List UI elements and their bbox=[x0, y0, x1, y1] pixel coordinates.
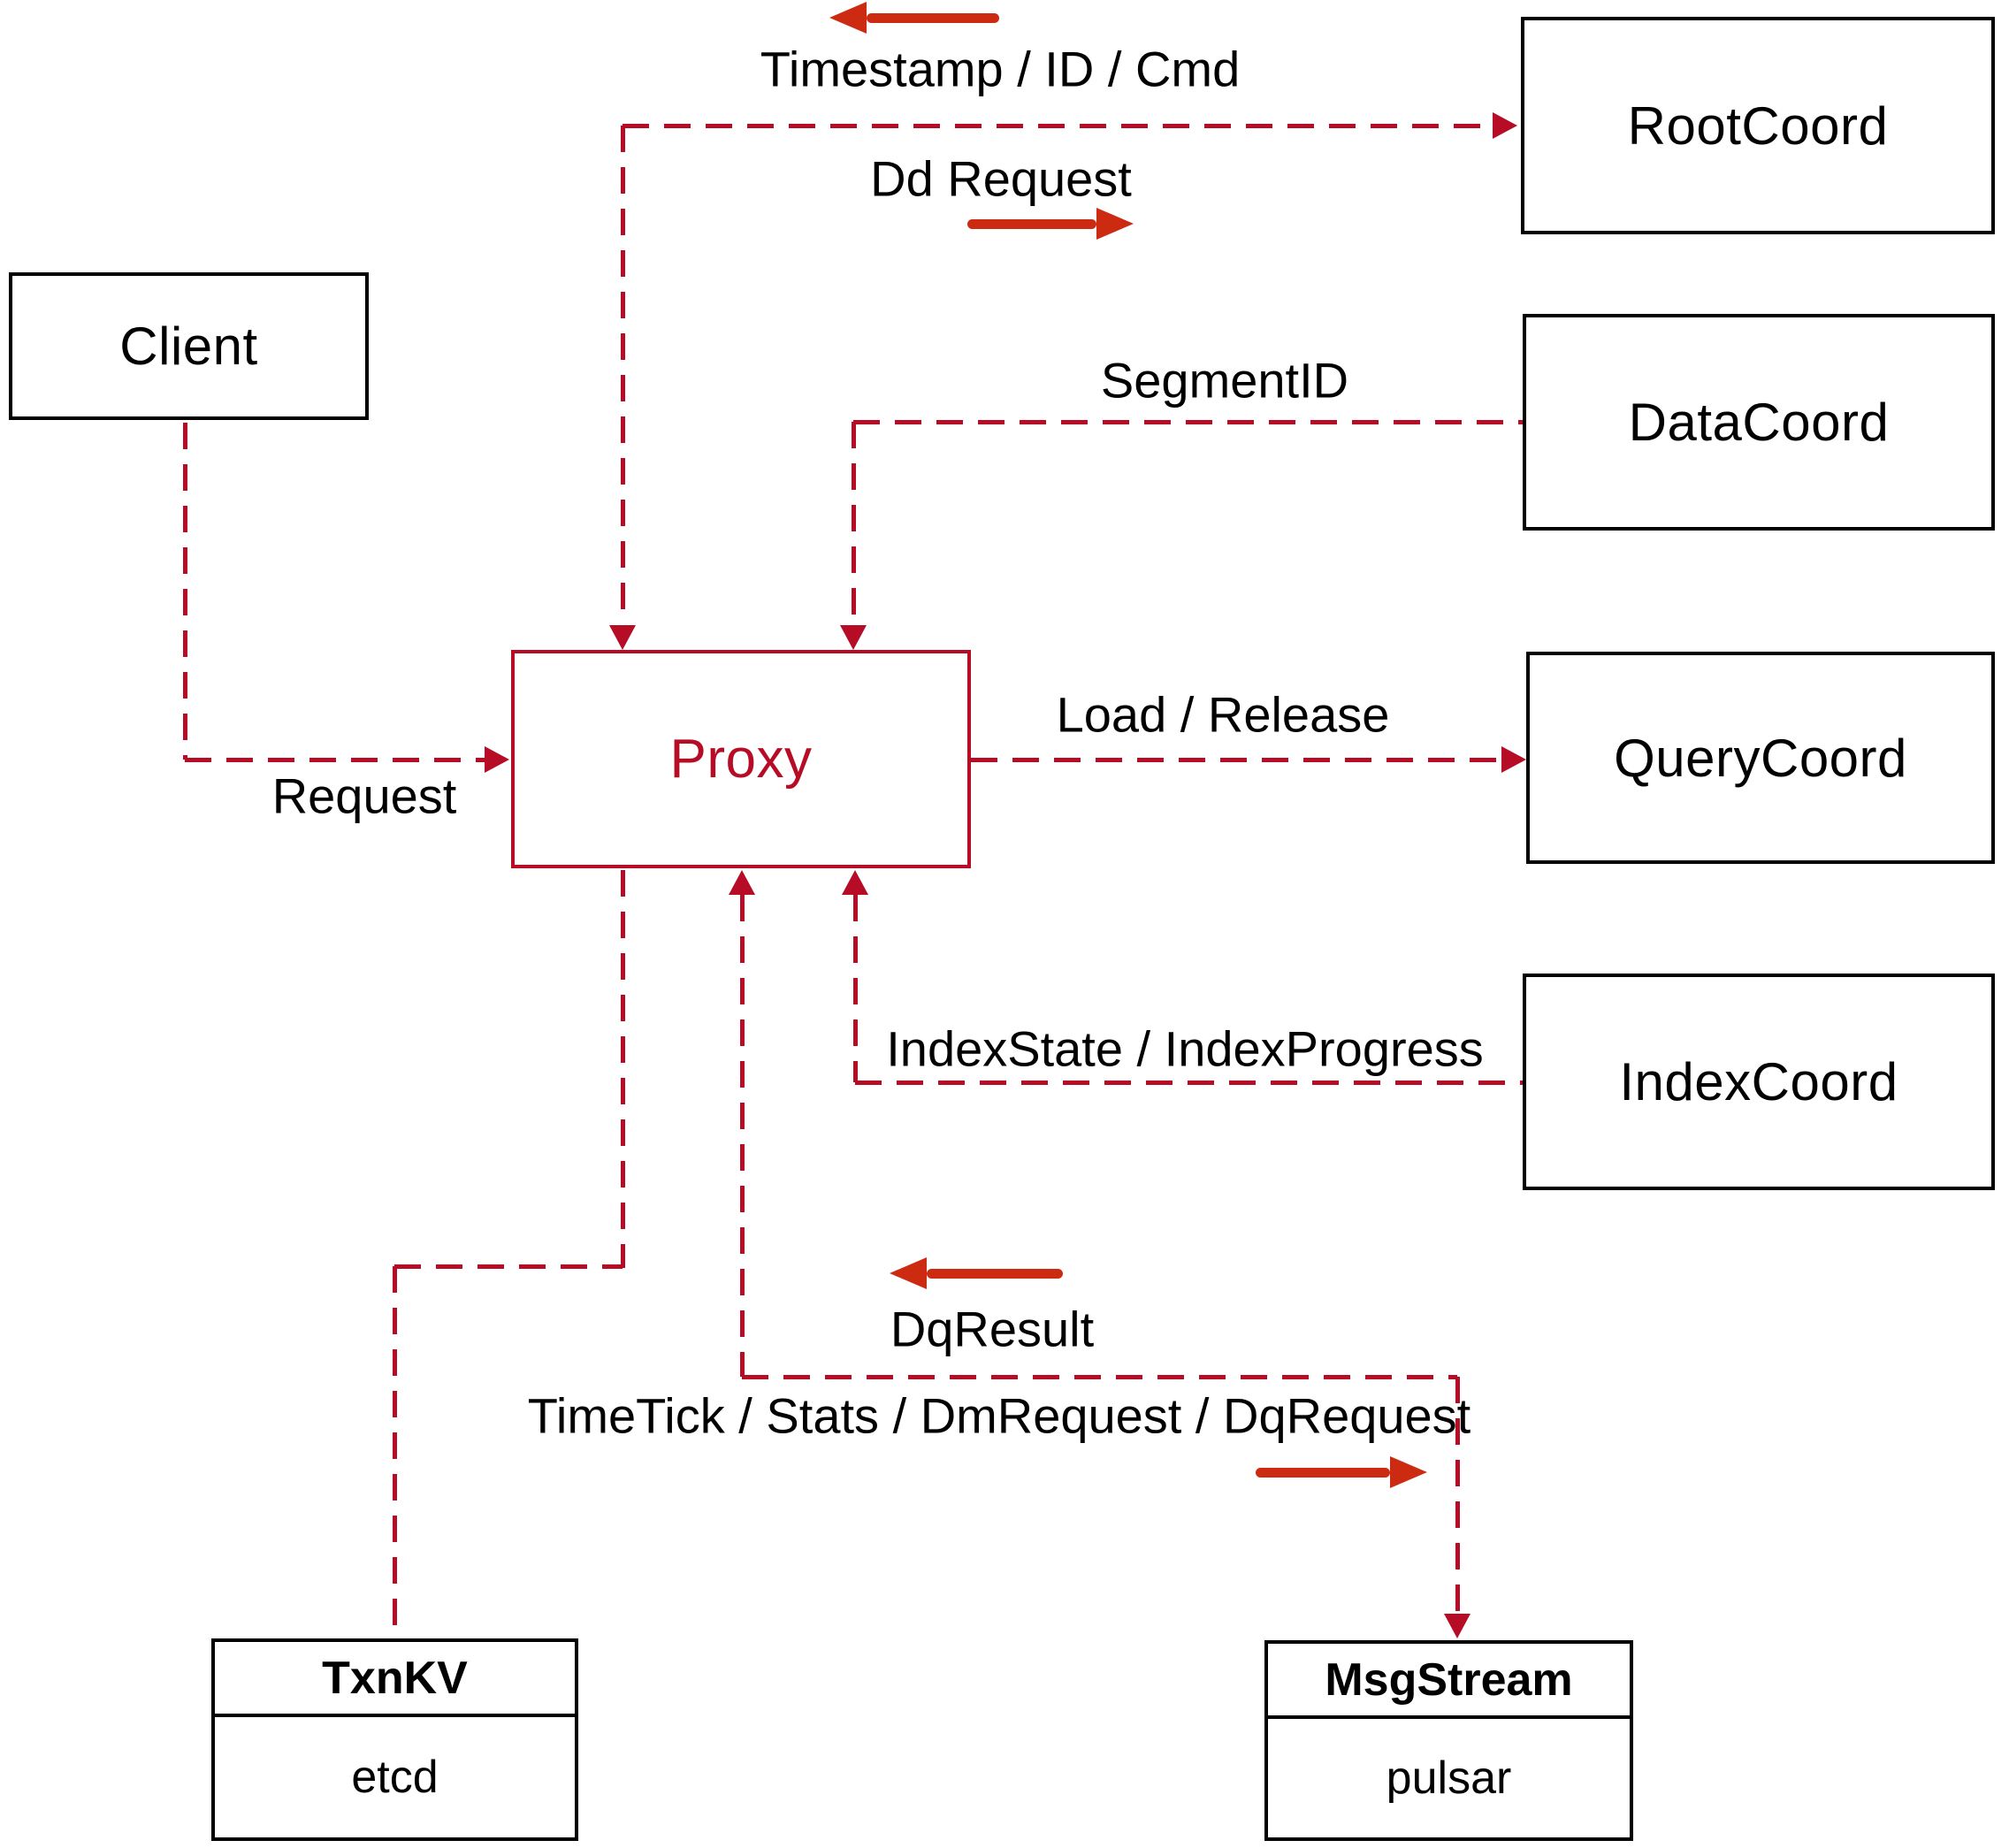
txnkv-subtitle: etcd bbox=[351, 1752, 439, 1803]
txnkv-node: TxnKV etcd bbox=[211, 1638, 578, 1841]
client-label: Client bbox=[119, 317, 258, 376]
client-proxy-connector-horizontal bbox=[185, 758, 485, 762]
proxy-msgstream-connector-vertical-2 bbox=[1455, 1377, 1460, 1614]
msgstream-proxy-arrowhead-up-icon bbox=[729, 870, 755, 895]
datacoord-label: DataCoord bbox=[1628, 393, 1890, 452]
datacoord-proxy-arrowhead-down-icon bbox=[840, 625, 867, 650]
rootcoord-label: RootCoord bbox=[1627, 95, 1889, 156]
client-proxy-connector-vertical bbox=[183, 423, 187, 760]
proxy-msgstream-connector-vertical-1 bbox=[740, 895, 745, 1377]
msgstream-title: MsgStream bbox=[1268, 1644, 1630, 1719]
proxy-node: Proxy bbox=[511, 650, 971, 868]
client-proxy-arrowhead-right-icon bbox=[485, 746, 509, 773]
datacoord-proxy-connector-horizontal bbox=[853, 420, 1523, 424]
msgstream-node: MsgStream pulsar bbox=[1264, 1640, 1633, 1841]
proxy-txnkv-connector-vertical-2 bbox=[393, 1266, 397, 1638]
proxy-msgstream-connector-horizontal bbox=[742, 1375, 1457, 1379]
msgstream-subtitle: pulsar bbox=[1386, 1753, 1512, 1804]
dd-request-direction-right-arrow-icon bbox=[967, 208, 1134, 240]
request-label: Request bbox=[271, 767, 457, 824]
client-node: Client bbox=[9, 272, 369, 420]
indexcoord-label: IndexCoord bbox=[1619, 1052, 1898, 1111]
txnkv-title: TxnKV bbox=[215, 1642, 575, 1717]
proxy-msgstream-arrowhead-down-icon bbox=[1444, 1614, 1470, 1638]
querycoord-label: QueryCoord bbox=[1614, 728, 1907, 788]
load-release-label: Load / Release bbox=[1056, 686, 1390, 743]
index-state-label: IndexState / IndexProgress bbox=[886, 1020, 1484, 1077]
timetick-direction-right-arrow-icon bbox=[1256, 1456, 1427, 1488]
indexcoord-node: IndexCoord bbox=[1523, 974, 1995, 1190]
dq-result-label: DqResult bbox=[890, 1301, 1095, 1357]
timestamp-direction-left-arrow-icon bbox=[829, 2, 999, 34]
proxy-rootcoord-connector-horizontal bbox=[623, 124, 1493, 128]
dd-request-label: Dd Request bbox=[870, 150, 1132, 207]
proxy-querycoord-arrowhead-right-icon bbox=[1501, 746, 1526, 773]
segment-id-label: SegmentID bbox=[1100, 352, 1349, 409]
timestamp-id-cmd-label: Timestamp / ID / Cmd bbox=[760, 41, 1241, 97]
proxy-rootcoord-arrowhead-down-icon bbox=[609, 625, 636, 650]
datacoord-proxy-connector-vertical bbox=[852, 422, 856, 623]
indexcoord-proxy-arrowhead-up-icon bbox=[842, 870, 868, 895]
proxy-rootcoord-arrowhead-right-icon bbox=[1493, 112, 1517, 139]
proxy-txnkv-connector-horizontal bbox=[394, 1264, 623, 1269]
indexcoord-proxy-connector-horizontal bbox=[855, 1081, 1523, 1085]
proxy-txnkv-connector-vertical-1 bbox=[621, 870, 625, 1268]
proxy-rootcoord-connector-vertical bbox=[621, 126, 625, 623]
proxy-label: Proxy bbox=[669, 729, 813, 790]
timetick-label: TimeTick / Stats / DmRequest / DqRequest bbox=[527, 1387, 1471, 1444]
proxy-querycoord-connector bbox=[971, 758, 1501, 762]
datacoord-node: DataCoord bbox=[1523, 314, 1995, 531]
indexcoord-proxy-connector-vertical bbox=[853, 895, 858, 1082]
dq-result-direction-left-arrow-icon bbox=[890, 1257, 1063, 1289]
rootcoord-node: RootCoord bbox=[1521, 17, 1995, 234]
querycoord-node: QueryCoord bbox=[1526, 652, 1995, 864]
